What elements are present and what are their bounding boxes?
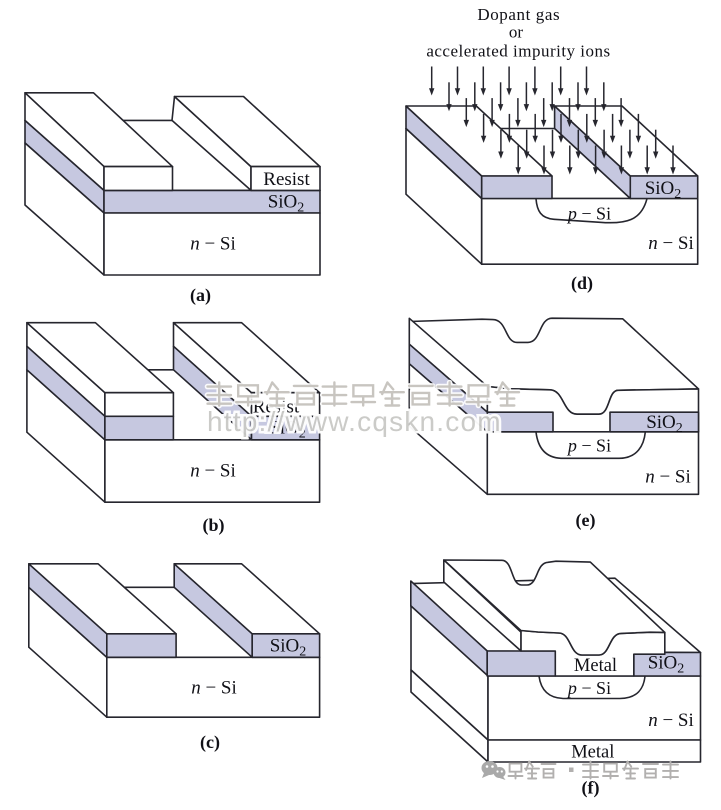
svg-text:n − Si: n − Si	[190, 234, 236, 255]
svg-text:n − Si: n − Si	[191, 678, 237, 699]
svg-text:n − Si: n − Si	[648, 233, 694, 254]
svg-text:n − Si: n − Si	[190, 461, 236, 482]
svg-text:SiO2: SiO2	[268, 192, 305, 216]
svg-text:http://www.cqskn.com: http://www.cqskn.com	[207, 406, 502, 437]
svg-text:p − Si: p − Si	[566, 678, 611, 698]
svg-text:or: or	[509, 23, 524, 42]
svg-text:accelerated impurity ions: accelerated impurity ions	[426, 42, 610, 61]
svg-text:Resist: Resist	[263, 169, 310, 190]
svg-text:(a): (a)	[190, 285, 211, 306]
svg-text:Metal: Metal	[571, 743, 614, 763]
svg-text:(e): (e)	[576, 510, 596, 531]
svg-text:n − Si: n − Si	[645, 467, 691, 488]
svg-text:n − Si: n − Si	[648, 710, 694, 731]
svg-text:(f): (f)	[582, 778, 600, 799]
svg-text:(b): (b)	[203, 515, 225, 536]
svg-text:(c): (c)	[200, 732, 220, 753]
svg-text:Dopant gas: Dopant gas	[477, 5, 560, 24]
svg-text:p − Si: p − Si	[566, 204, 611, 224]
svg-text:Metal: Metal	[574, 656, 617, 676]
svg-text:p − Si: p − Si	[566, 436, 611, 456]
svg-text:(d): (d)	[571, 273, 593, 294]
